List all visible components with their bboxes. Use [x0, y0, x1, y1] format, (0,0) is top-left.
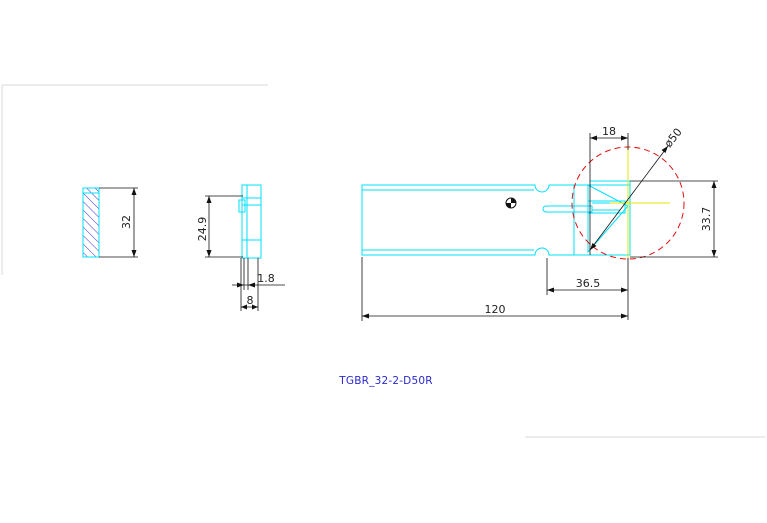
dim-right-height: 33.7 [630, 180, 718, 258]
dim-side-height: 24.9 [196, 195, 243, 258]
dim-overall-length-label: 120 [485, 303, 506, 316]
front-view: 18 ø50 33.7 36.5 [361, 125, 718, 321]
side-view-body [241, 184, 262, 259]
dim-side-tab-label: 1.8 [257, 272, 275, 285]
side-view: 24.9 1.8 8 [196, 184, 285, 311]
dim-side-height-label: 24.9 [196, 217, 209, 242]
end-view-section [82, 187, 100, 258]
dim-top-offset-label: 18 [602, 125, 616, 138]
dim-insert-offset-label: 36.5 [576, 277, 601, 290]
dim-right-height-label: 33.7 [700, 207, 713, 232]
paper-frame [1, 84, 765, 438]
front-view-outline [361, 184, 575, 256]
dim-side-width-label: 8 [247, 294, 254, 307]
dim-end-height-label: 32 [120, 215, 133, 229]
part-label: TGBR_32-2-D50R [338, 375, 432, 387]
end-view: 32 [82, 187, 138, 258]
dim-overall-length: 120 [361, 257, 628, 321]
dim-insert-offset: 36.5 [546, 258, 629, 320]
dim-side-width: 8 [240, 258, 259, 311]
dim-top-offset: 18 [589, 125, 629, 255]
dim-side-tab: 1.8 [232, 258, 285, 290]
center-mark-icon [505, 197, 517, 209]
dim-diameter-label: ø50 [662, 126, 685, 150]
dim-end-height: 32 [99, 187, 138, 258]
dim-diameter: ø50 [589, 126, 685, 251]
